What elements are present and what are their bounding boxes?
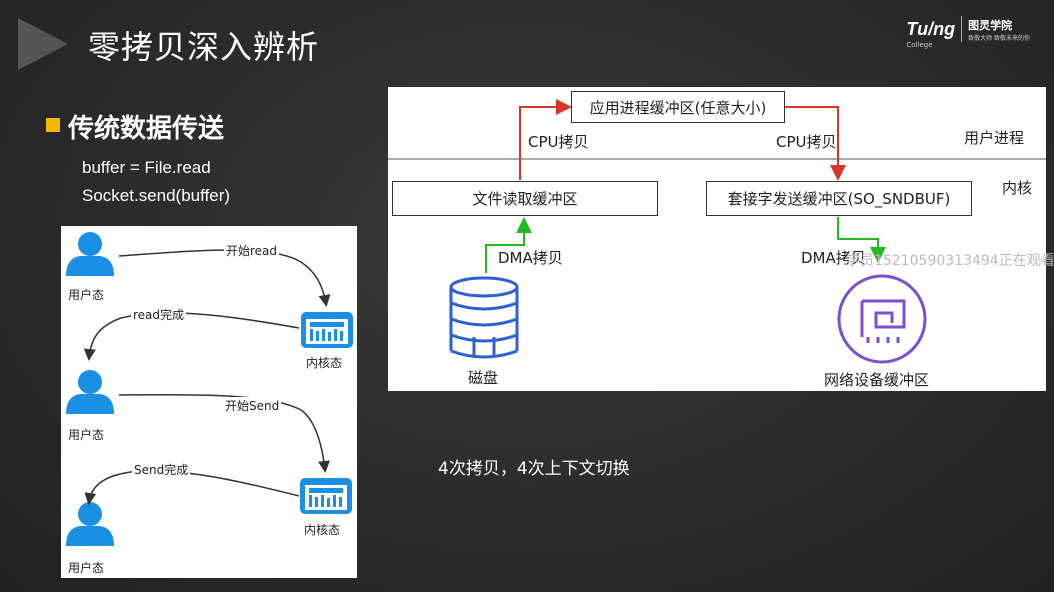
sequence-diagram-svg: [66, 232, 353, 546]
network-card-icon: [837, 274, 927, 364]
label-start-read: 开始read: [224, 242, 280, 259]
bullet-square-icon: [46, 118, 60, 132]
file-read-buffer-box: 文件读取缓冲区: [392, 181, 658, 216]
nic-buffer-label: 网络设备缓冲区: [824, 371, 930, 389]
sequence-diagram-panel: 开始read read完成 开始Send Send完成 用户态 用户态 用户态 …: [61, 226, 357, 578]
kernel-state-label: 内核态: [306, 356, 343, 370]
brand-divider: [961, 16, 963, 42]
user-state-label: 用户态: [68, 428, 105, 442]
user-state-label: 用户态: [68, 561, 105, 575]
label-read-done: read完成: [131, 306, 187, 323]
section-heading: 传统数据传送: [68, 114, 225, 144]
brand-logo: Tu/ng College 图灵学院 致敬大师 致敬未来的你: [906, 16, 1030, 49]
kernel-icon: [300, 478, 352, 514]
user-icon: [66, 370, 114, 414]
brand-cn: 图灵学院: [968, 18, 1013, 32]
brand-sub: College: [906, 40, 933, 49]
arrow-start-read: [118, 249, 331, 307]
user-icon: [66, 232, 114, 276]
cpu-copy-label-left: CPU拷贝: [528, 133, 589, 151]
disk-label: 磁盘: [468, 369, 499, 387]
user-process-label: 用户进程: [964, 129, 1025, 147]
brand-cn-sub: 致敬大师 致敬未来的你: [968, 34, 1030, 42]
arrow-read-done: [83, 312, 300, 361]
socket-buffer-box: 套接字发送缓冲区(SO_SNDBUF): [706, 181, 972, 216]
cpu-copy-arrow-right: [784, 106, 846, 181]
label-send-done: Send完成: [132, 461, 191, 478]
user-icon: [66, 502, 114, 546]
app-buffer-label: 应用进程缓冲区(任意大小): [589, 98, 767, 117]
dma-copy-arrow-left: [485, 217, 532, 273]
user-state-label: 用户态: [68, 288, 105, 302]
title-triangle-icon: [18, 18, 68, 70]
kernel-icon: [301, 312, 353, 348]
cpu-copy-label-right: CPU拷贝: [776, 133, 837, 151]
arrow-send-done: [84, 470, 300, 505]
slide-title: 零拷贝深入辨析: [88, 28, 320, 66]
disk-icon: [449, 276, 519, 359]
kernel-label: 内核: [1002, 179, 1033, 197]
app-buffer-box: 应用进程缓冲区(任意大小): [571, 91, 785, 123]
dma-copy-label-right: DMA拷贝: [801, 249, 866, 267]
label-start-send: 开始Send: [223, 397, 282, 414]
cpu-copy-arrow-left: [519, 99, 572, 180]
architecture-diagram-svg: [388, 99, 1046, 364]
viewer-watermark: 学员15210590313494正在观看: [846, 253, 1054, 269]
dma-copy-label-left: DMA拷贝: [498, 249, 563, 267]
kernel-state-label: 内核态: [304, 523, 341, 537]
copy-summary-note: 4次拷贝，4次上下文切换: [438, 459, 630, 479]
dma-copy-arrow-right: [837, 217, 886, 263]
file-read-buffer-label: 文件读取缓冲区: [472, 190, 578, 208]
arrow-start-send: [118, 393, 331, 473]
socket-buffer-label: 套接字发送缓冲区(SO_SNDBUF): [727, 190, 951, 208]
code-line-2: Socket.send(buffer): [82, 186, 231, 205]
architecture-diagram-panel: 应用进程缓冲区(任意大小) CPU拷贝 CPU拷贝 用户进程 内核 文件读取缓冲…: [388, 87, 1046, 391]
brand-name: Tu/ng: [906, 18, 956, 39]
code-line-1: buffer = File.read: [82, 158, 211, 177]
